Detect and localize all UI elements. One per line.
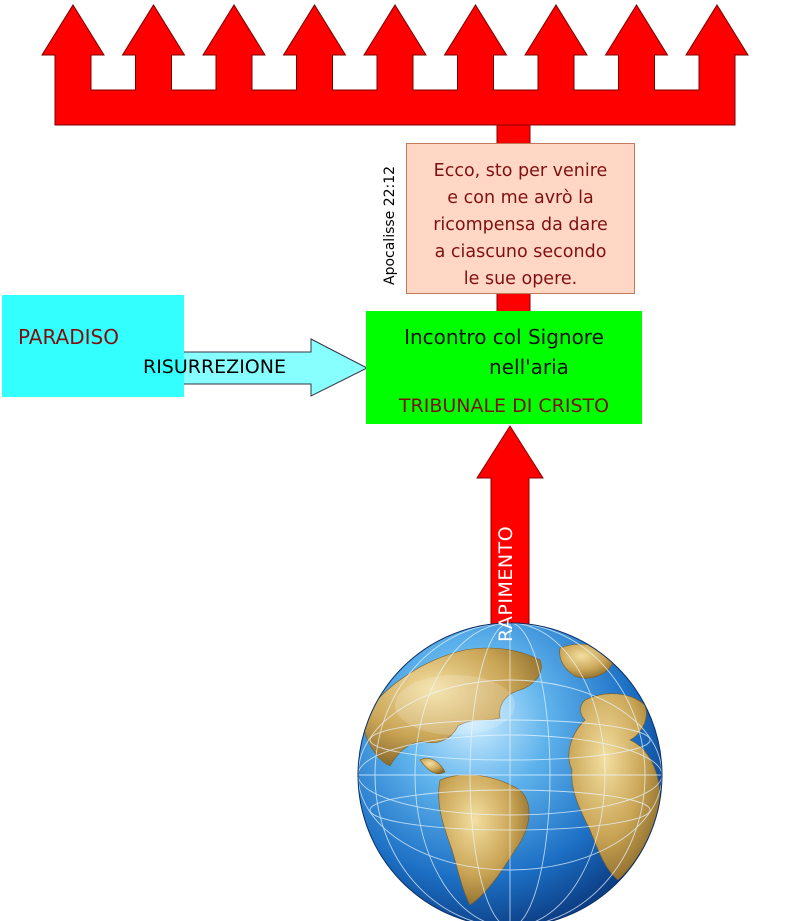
resurrection-label: RISURREZIONE (143, 356, 286, 378)
stem-top (496, 124, 531, 146)
rapture-label: RAPIMENTO (495, 525, 517, 642)
quote-line: Ecco, sto per venire (433, 161, 608, 181)
quote-line: ricompensa da dare (433, 215, 608, 235)
meeting-title-line1: Incontro col Signore (404, 325, 604, 349)
menorah-arrows-shape (41, 4, 749, 126)
quote-box: Ecco, sto per venire e con me avrò la ri… (406, 143, 635, 294)
paradise-label: PARADISO (18, 325, 119, 349)
quote-reference: Apocalisse 22:12 (382, 165, 398, 285)
earth-globe-icon (357, 622, 663, 921)
quote-line: a ciascuno secondo (434, 242, 607, 262)
quote-line: le sue opere. (463, 269, 578, 289)
stem-middle (496, 292, 531, 313)
quote-line: e con me avrò la (447, 188, 594, 208)
menorah-arrows (41, 4, 749, 126)
meeting-title-line2: nell'aria (489, 355, 569, 379)
meeting-box: Incontro col Signore nell'aria TRIBUNALE… (366, 311, 642, 424)
tribunal-label: TRIBUNALE DI CRISTO (398, 395, 610, 417)
paradise-box: PARADISO (2, 295, 184, 397)
